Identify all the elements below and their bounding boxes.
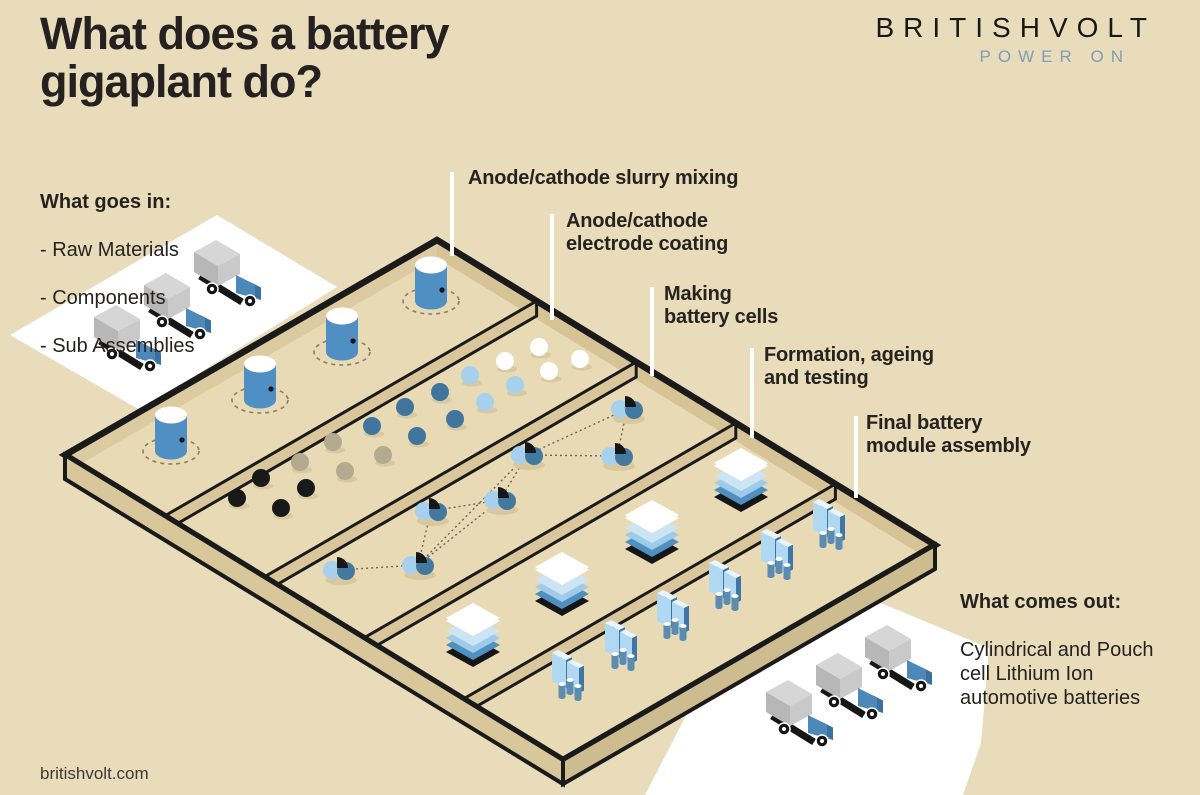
outputs-description: Cylindrical and Pouch cell Lithium Ion a… [960,639,1154,709]
label-cell-making: Making battery cells [664,283,779,328]
britishvolt-logo: BRITISHVOLT POWER ON [858,12,1156,67]
page-title: What does a battery gigaplant do? [40,8,450,107]
floor-slab-right [561,541,937,788]
label-slurry-mixing: Anode/cathode slurry mixing [468,167,739,189]
label-formation: Formation, ageing and testing [764,344,934,389]
inputs-item: - Sub Assemblies [40,335,195,357]
brand-tagline: POWER ON [979,47,1130,66]
inputs-block: What goes in: - Raw Materials - Componen… [40,166,195,382]
label-electrode-coating: Anode/cathode electrode coating [566,210,729,255]
outputs-heading: What comes out: [960,591,1122,613]
leader-lines [450,172,858,498]
inputs-item: - Raw Materials [40,239,179,261]
inputs-item: - Components [40,287,166,309]
outputs-block: What comes out: Cylindrical and Pouch ce… [960,566,1153,734]
brand-wordmark: BRITISHVOLT [875,12,1156,43]
back-right-wall [437,240,935,563]
lane-cell-making [323,396,645,585]
cell-network-lines [338,408,628,571]
website-url: britishvolt.com [40,764,149,783]
inputs-heading: What goes in: [40,191,172,213]
label-module-assembly: Final battery module assembly [866,412,1031,457]
